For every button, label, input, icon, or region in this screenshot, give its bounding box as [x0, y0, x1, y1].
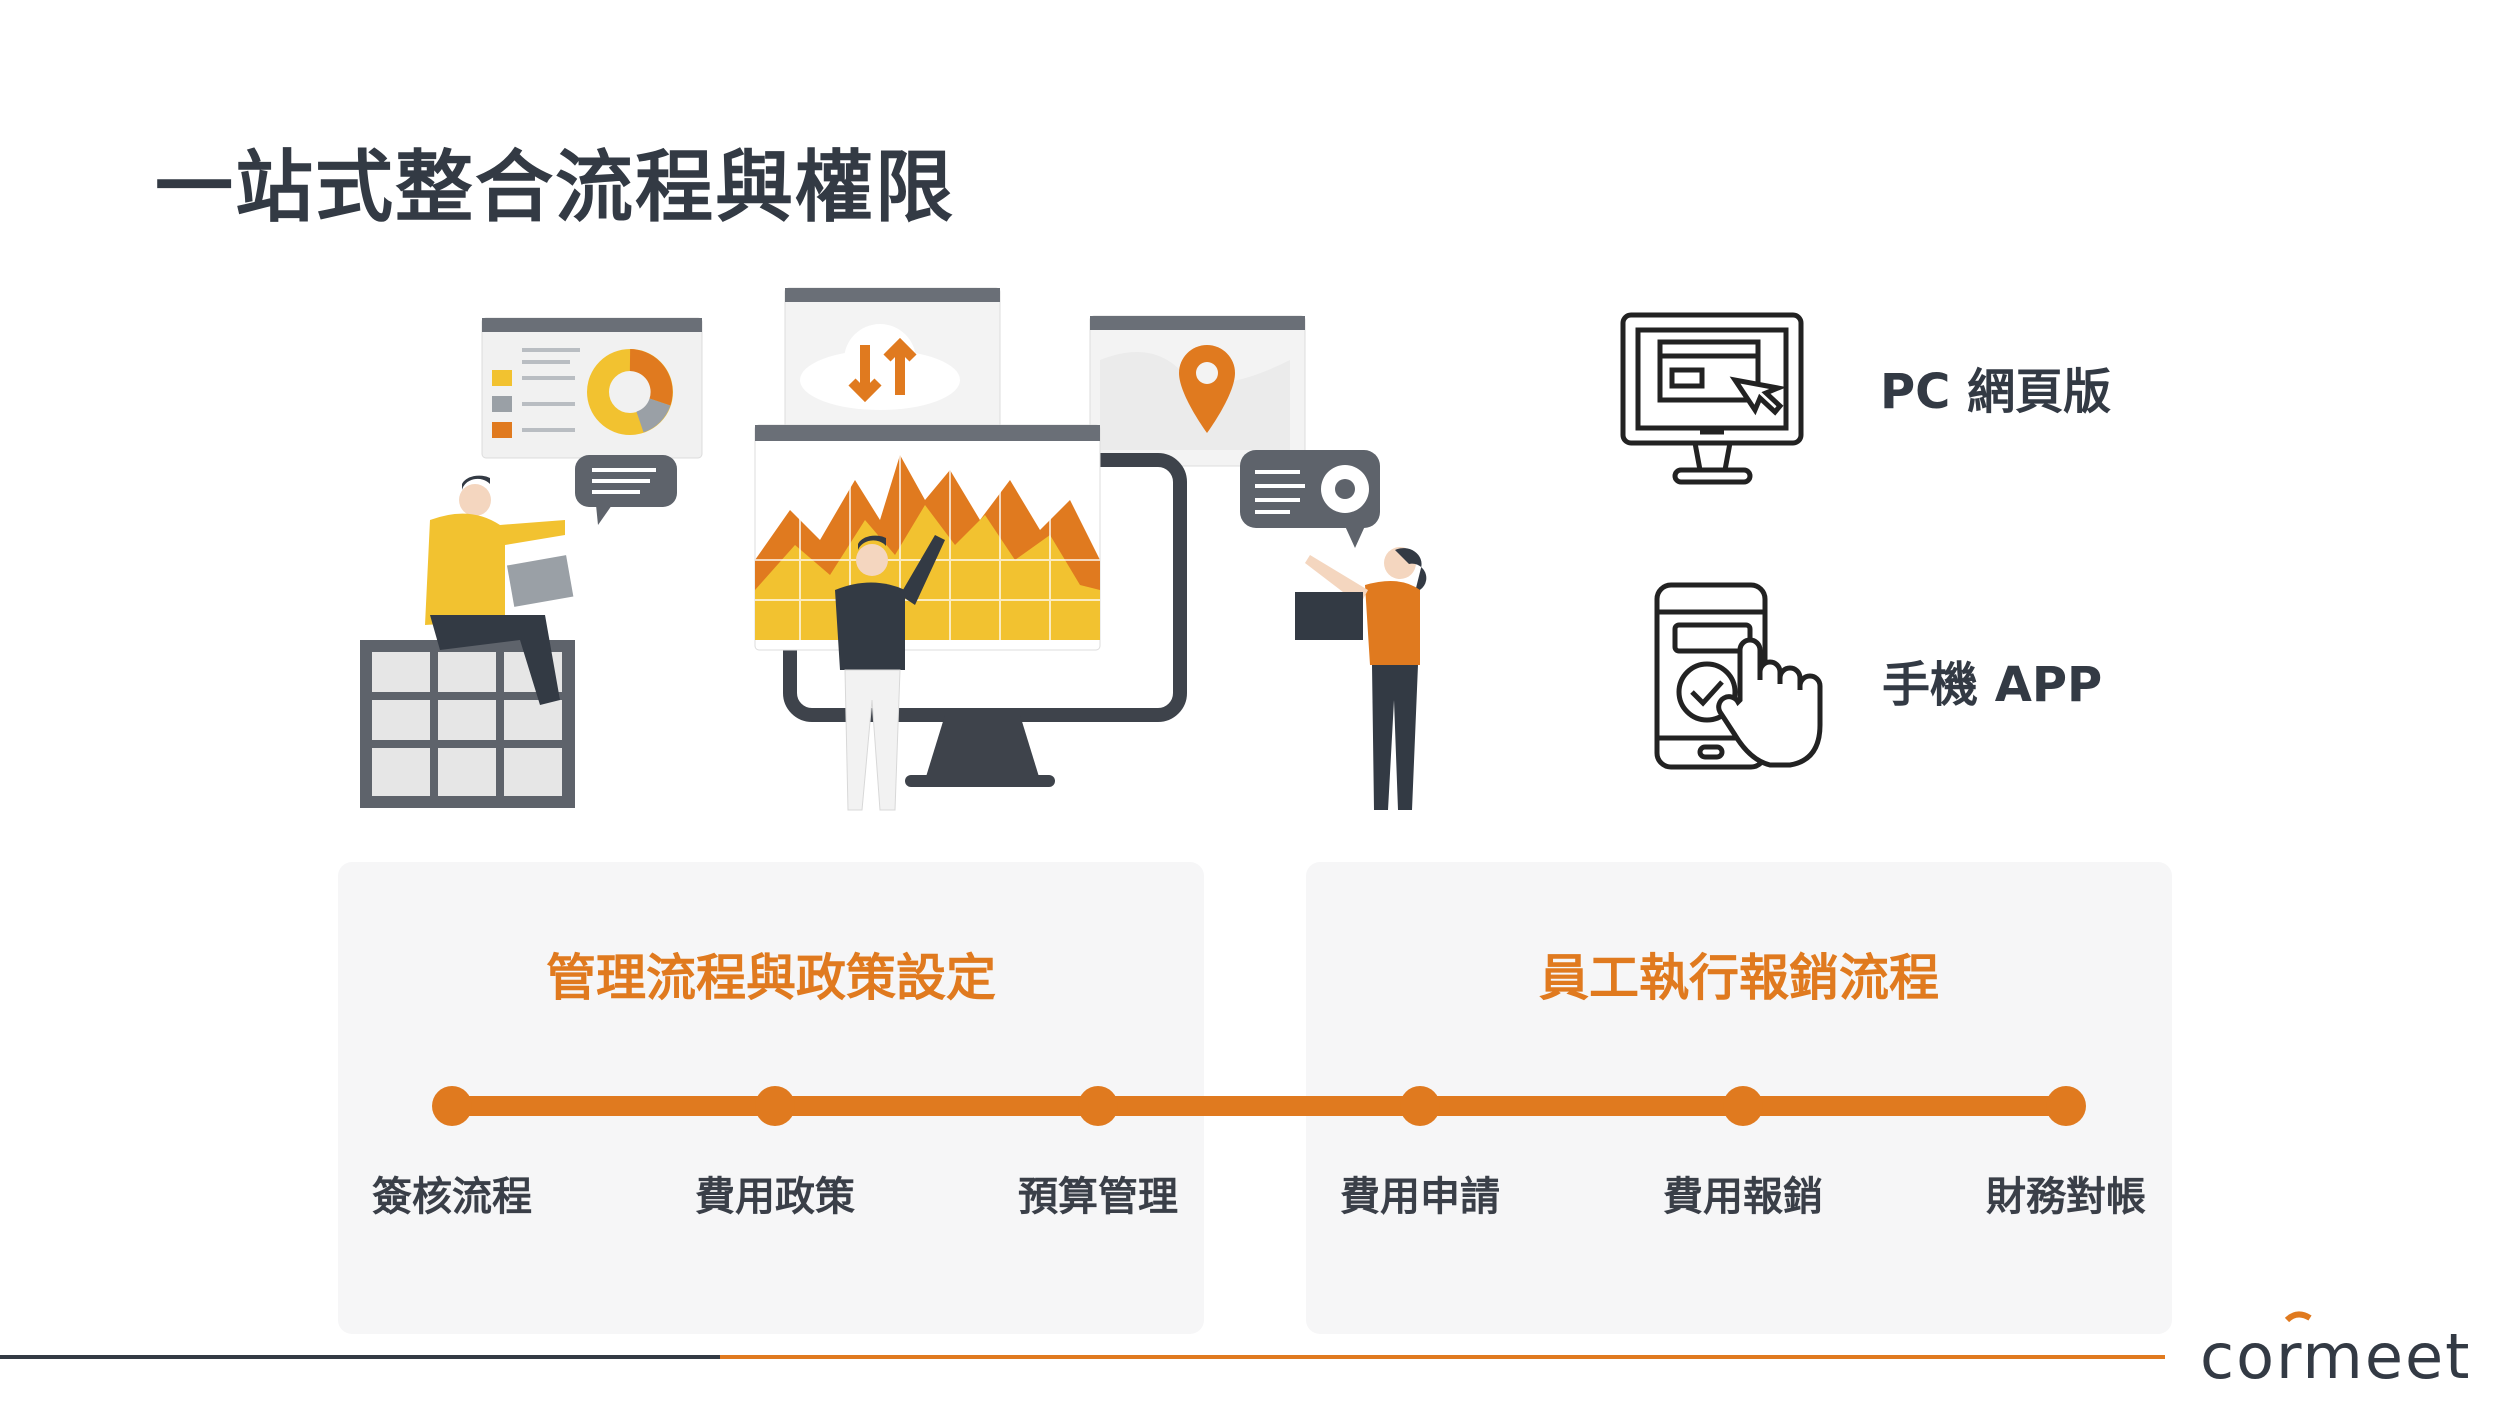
- map-pin-window-icon: [1089, 315, 1306, 467]
- device-label-pc: PC 網頁版: [1880, 364, 2112, 420]
- page-title: 一站式整合流程與權限: [155, 143, 956, 233]
- person-sitting-icon: [425, 475, 574, 705]
- step-label-2: 費用政策: [695, 1174, 855, 1220]
- person-laptop-icon: [1295, 547, 1427, 810]
- cormeet-logo: cormeet: [2200, 1311, 2471, 1393]
- step-label-4: 費用申請: [1340, 1174, 1500, 1220]
- desktop-cursor-icon: [1620, 312, 1804, 485]
- panel-title-employee: 員工執行報銷流程: [1539, 949, 1939, 1007]
- person-pointing-icon: [835, 535, 945, 811]
- donut-chart-window-icon: [481, 317, 703, 459]
- chat-bubble-icon: [575, 455, 677, 525]
- settings-bubble-icon: [1240, 450, 1380, 548]
- mobile-touch-icon: [1654, 582, 1823, 770]
- step-label-5: 費用報銷: [1663, 1174, 1823, 1220]
- device-label-mobile: 手機 APP: [1882, 657, 2103, 713]
- panel-title-admin: 管理流程與政策設定: [546, 949, 996, 1007]
- cloud-sync-window-icon: [784, 287, 1001, 439]
- server-rack-icon: [360, 640, 575, 808]
- step-label-3: 預算管理: [1018, 1174, 1178, 1220]
- step-label-6: 財務對帳: [1986, 1174, 2146, 1220]
- logo-text: cormeet: [2200, 1320, 2471, 1393]
- step-label-1: 簽核流程: [372, 1174, 532, 1220]
